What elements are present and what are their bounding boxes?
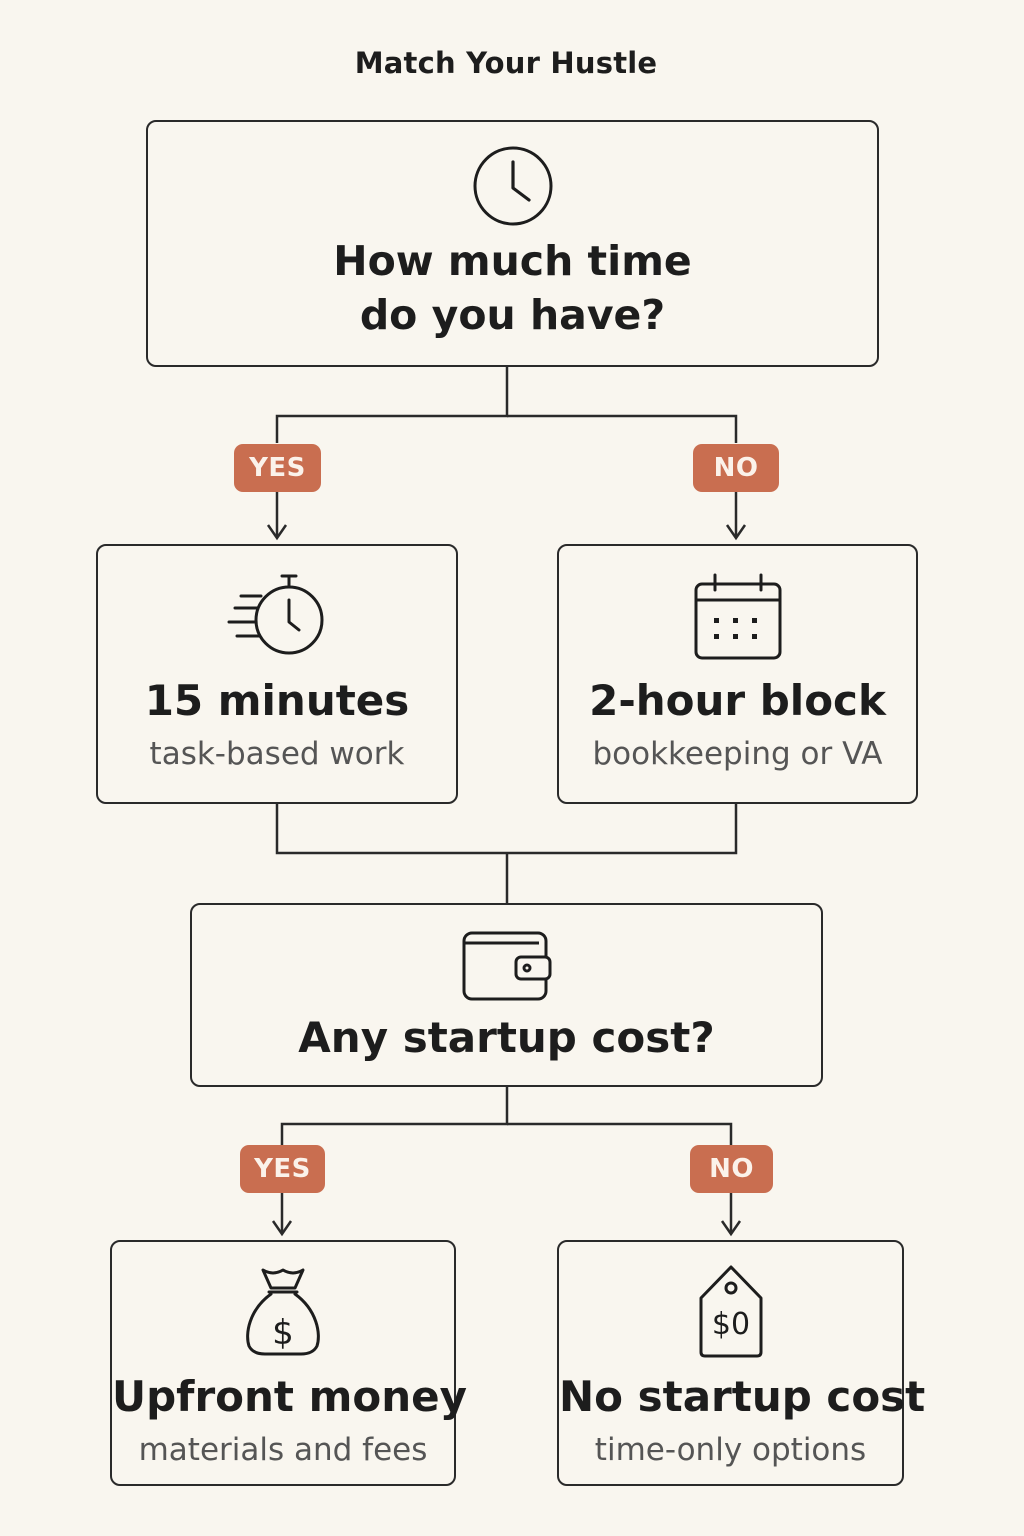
- option-15-minutes-heading: 15 minutes: [144, 676, 410, 725]
- money-bag-icon: $: [246, 1268, 320, 1356]
- yes-badge-cost: YES: [240, 1145, 325, 1193]
- option-no-cost-box: $0 No startup cost time-only options: [557, 1240, 926, 1486]
- arrowhead: [271, 1220, 293, 1237]
- option-15-minutes-box: 15 minutes task-based work: [96, 544, 458, 804]
- question-time-text: How much time do you have?: [148, 234, 877, 342]
- connector-merge: [275, 803, 738, 855]
- no-badge-cost: NO: [690, 1145, 773, 1193]
- calendar-icon: [694, 573, 781, 660]
- connector-time-no: [507, 414, 738, 443]
- option-no-cost-sub: time-only options: [594, 1432, 867, 1468]
- option-upfront-heading: Upfront money: [112, 1372, 467, 1421]
- option-2-hour-box: 2-hour block bookkeeping or VA: [557, 544, 918, 804]
- option-2-hour-sub: bookkeeping or VA: [592, 736, 883, 772]
- connector-time-yes: [275, 366, 509, 443]
- wallet-icon: [462, 931, 551, 1001]
- clock-icon: [473, 146, 552, 226]
- question-time-line1: How much time: [333, 237, 692, 285]
- option-upfront-box: $ Upfront money materials and fees: [110, 1240, 467, 1486]
- no-badge-time: NO: [693, 444, 779, 492]
- arrowhead: [725, 524, 747, 541]
- money-bag-symbol: $: [272, 1313, 294, 1353]
- arrowhead: [266, 524, 288, 541]
- option-no-cost-heading: No startup cost: [559, 1372, 926, 1421]
- yes-badge-time: YES: [234, 444, 321, 492]
- option-upfront-sub: materials and fees: [138, 1432, 428, 1468]
- question-time-line2: do you have?: [359, 291, 666, 339]
- question-time-box: How much time do you have?: [146, 120, 879, 367]
- stopwatch-icon: [227, 574, 324, 655]
- question-cost-box: Any startup cost?: [190, 903, 823, 1087]
- option-2-hour-heading: 2-hour block: [589, 676, 886, 725]
- option-15-minutes-sub: task-based work: [149, 736, 405, 772]
- connector-cost-yes: [280, 1087, 509, 1145]
- price-tag-icon: $0: [699, 1265, 762, 1358]
- connector-cost-no: [507, 1122, 733, 1145]
- price-tag-symbol: $0: [711, 1307, 749, 1342]
- question-cost-heading: Any startup cost?: [298, 1013, 715, 1062]
- arrowhead: [720, 1220, 742, 1237]
- diagram-title: Match Your Hustle: [354, 46, 658, 80]
